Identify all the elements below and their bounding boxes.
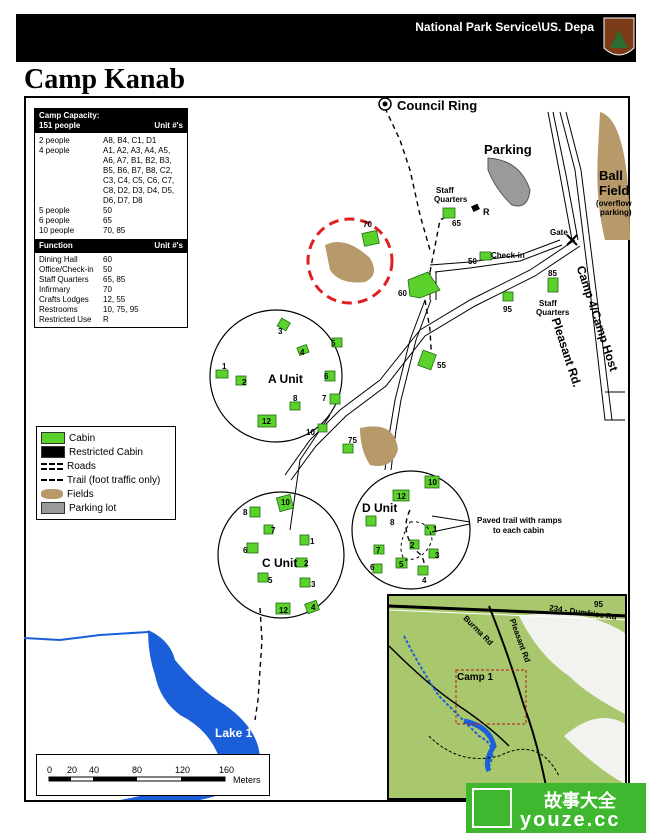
trail-swatch-icon (41, 479, 63, 481)
gate-icon (566, 234, 578, 246)
restricted-swatch-icon (41, 446, 65, 458)
ball-field (597, 112, 630, 240)
field-swatch-icon (41, 489, 63, 499)
d-unit-circle (351, 470, 471, 590)
legend-item: Fields (41, 487, 171, 501)
agency-name: National Park Service\US. Depa (415, 20, 594, 34)
restricted-cabin (471, 203, 480, 212)
field-near-infirmary (325, 241, 374, 283)
field-center (360, 426, 398, 466)
scale-bar: 0 20 40 80 120 160 Meters (36, 754, 270, 796)
legend-item: Roads (41, 459, 171, 473)
inset-camp-label: Camp 1 (457, 672, 494, 683)
map-legend: Cabin Restricted Cabin Roads Trail (foot… (36, 426, 176, 520)
watermark: 故事大全 youze.cc (466, 783, 646, 833)
capacity-header: Camp Capacity:151 people Unit #'s (35, 109, 187, 133)
a-unit-circle (209, 309, 343, 443)
capacity-table: Camp Capacity:151 people Unit #'s 2 peop… (34, 108, 188, 328)
legend-item: Restricted Cabin (41, 445, 171, 459)
page-title: Camp Kanab (24, 64, 186, 95)
inset-route: 95 (594, 600, 603, 609)
book-icon (472, 788, 512, 828)
parking-swatch-icon (41, 502, 65, 514)
legend-item: Cabin (41, 431, 171, 445)
inset-map: Camp 1 Burma Rd Pleasant Rd 234 - Dumfri… (387, 594, 627, 800)
parking-lot (487, 157, 531, 207)
c-unit-circle (217, 491, 345, 619)
legend-item: Trail (foot traffic only) (41, 473, 171, 487)
legend-item: Parking lot (41, 501, 171, 515)
map-area (24, 96, 630, 802)
header-bar (16, 14, 636, 62)
cabin-swatch-icon (41, 432, 65, 444)
road-swatch-icon (41, 462, 63, 470)
highlight-circle (306, 217, 394, 305)
